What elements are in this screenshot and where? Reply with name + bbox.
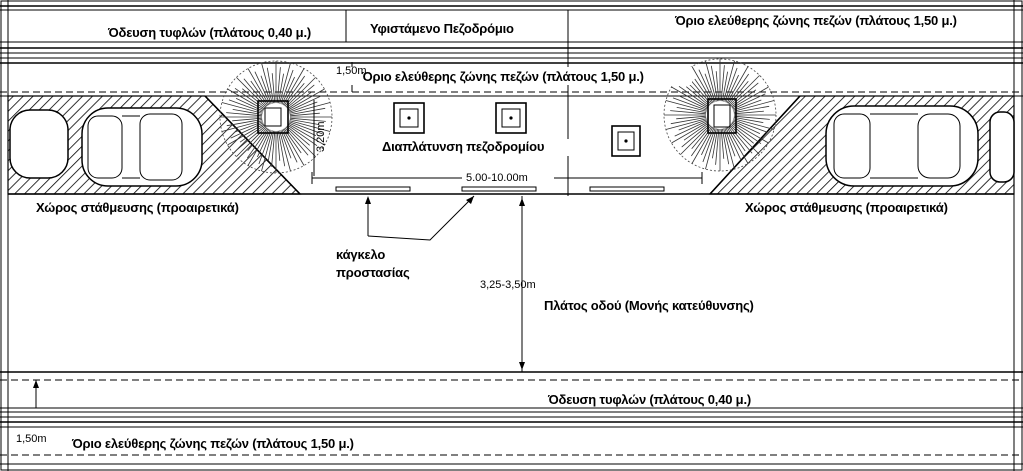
dim-widening: 5.00-10.00m xyxy=(466,172,528,184)
parking-left-label: Χώρος στάθμευσης (προαιρετικά) xyxy=(36,200,239,215)
inner-free-zone-label: Όριο ελεύθερης ζώνης πεζών (πλάτους 1,50… xyxy=(361,69,644,84)
dim-vertical-extension: 3,20m xyxy=(315,121,327,152)
parking-right-label: Χώρος στάθμευσης (προαιρετικά) xyxy=(745,200,948,215)
tree-icon xyxy=(219,60,333,174)
bottom-free-zone-label: Όριο ελεύθερης ζώνης πεζών (πλάτους 1,50… xyxy=(71,436,354,451)
top-free-zone-label: Όριο ελεύθερης ζώνης πεζών (πλάτους 1,50… xyxy=(674,13,957,28)
widening-label: Διαπλάτυνση πεζοδρομίου xyxy=(382,139,545,154)
top-sidewalk-lines xyxy=(0,5,1023,196)
car-icon xyxy=(825,105,1015,187)
existing-sidewalk-label: Υφιστάμενο Πεζοδρόμιο xyxy=(370,21,514,36)
road-width-label: Πλάτος οδού (Μονής κατεύθυνσης) xyxy=(544,298,754,313)
widening-curb xyxy=(8,95,1014,195)
protection-railings xyxy=(335,186,665,192)
railing-label-line1: κάγκελο xyxy=(336,247,385,262)
bottom-sidewalk-lines xyxy=(0,371,1023,465)
car-icon xyxy=(9,107,203,187)
tree-pit-icon xyxy=(257,98,737,157)
dim-road: 3,25-3,50m xyxy=(480,279,536,291)
top-tactile-label: Όδευση τυφλών (πλάτους 0,40 μ.) xyxy=(107,25,311,40)
bottom-tactile-label: Όδευση τυφλών (πλάτους 0,40 μ.) xyxy=(547,392,751,407)
railing-label-line2: προστασίας xyxy=(336,265,410,280)
dim-150-bottom: 1,50m xyxy=(16,433,47,445)
dim-150-top: 1,50m xyxy=(336,65,367,77)
